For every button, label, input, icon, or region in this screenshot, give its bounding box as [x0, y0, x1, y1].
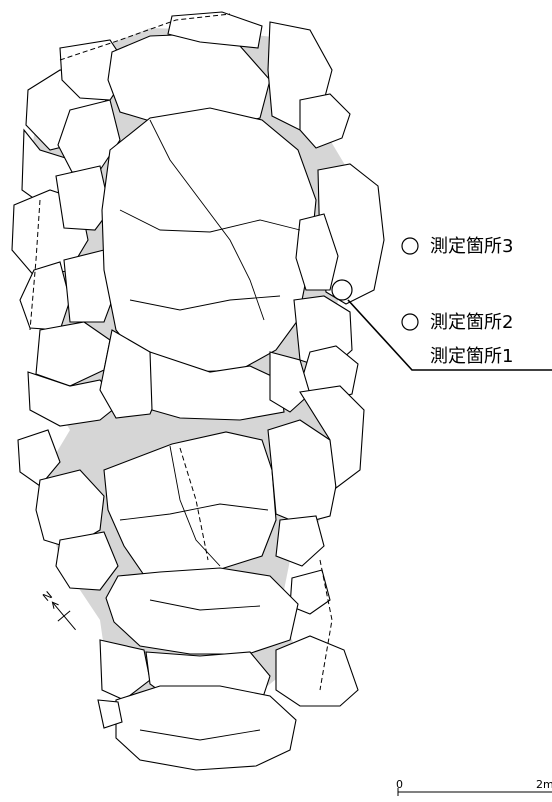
wall-stones	[11, 11, 385, 771]
marker-3-label: 測定箇所3	[430, 236, 513, 257]
marker-1-leader	[331, 279, 552, 371]
north-arrow-icon: N	[40, 589, 76, 631]
dashed-outlines	[29, 13, 333, 691]
inner-lines	[119, 119, 301, 741]
marker-2-circle	[401, 313, 419, 331]
scale-bar-end: 2m	[536, 778, 552, 791]
marker-3-circle	[401, 237, 419, 255]
legend-marker-2: 測定箇所2	[401, 312, 513, 333]
legend-marker-1: 測定箇所1	[430, 346, 513, 367]
marker-1-label: 測定箇所1	[430, 346, 513, 367]
legend-marker-3: 測定箇所3	[401, 236, 513, 257]
marker-2-label: 測定箇所2	[430, 312, 513, 333]
scale-bar: 0 2m	[396, 778, 552, 796]
north-arrow-letter: N	[40, 589, 55, 604]
scale-bar-start: 0	[396, 778, 403, 791]
